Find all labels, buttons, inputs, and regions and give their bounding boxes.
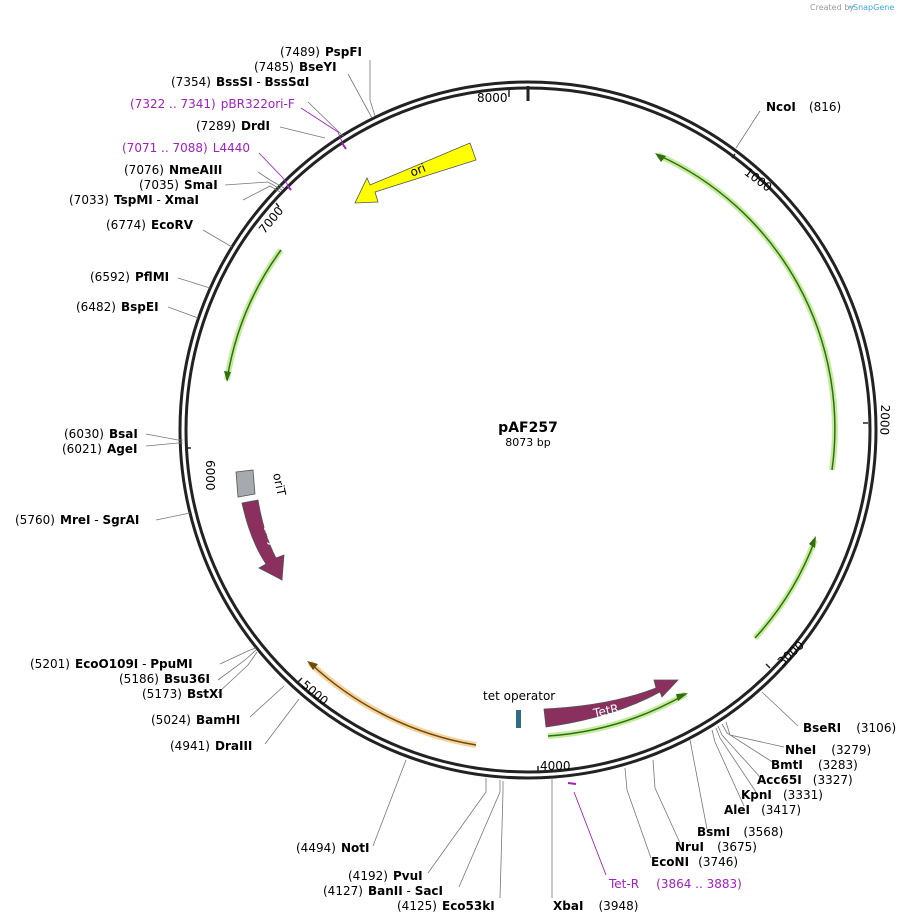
enzyme-label: NcoI (816) [766,96,841,115]
tick-4000: 4000 [540,759,571,773]
enzyme-label: (4127) BanII - SacI [323,880,443,899]
enzyme-label: Acc65I (3327) [757,769,853,788]
plasmid-length: 8073 bp [505,436,550,449]
enzyme-label: (5186) Bsu36I [119,668,210,687]
enzyme-label: BsmI (3568) [697,821,783,840]
enzyme-label: (7076) NmeAIII [124,159,222,178]
orf-arrowhead-icon [224,371,231,382]
credit-created-by: Created by [810,3,854,12]
backbone-outer [178,80,878,780]
orf-arc-right [656,152,838,471]
enzyme-label: (6592) PflMI [90,266,169,285]
orf-arcs [224,152,838,748]
tick-8000: 8000 [477,91,508,105]
enzyme-label: XbaI (3948) [553,895,638,914]
enzyme-leaders [145,60,799,899]
orit-box [235,469,256,498]
enzyme-label: (7354) BssSI - BssSαI [171,71,309,90]
orf-arc-lower-right [752,538,818,641]
backbone [178,80,878,780]
tet-operator-label: tet operator [483,689,555,703]
enzyme-label: (7489) PspFI [280,41,362,60]
orf-arc-left [224,248,284,381]
enzyme-label: (7289) DrdI [196,115,270,134]
enzyme-label: NruI (3675) [675,836,757,855]
plasmid-name: pAF257 [498,420,558,436]
feature-tetr: tet operator TetR [483,679,679,728]
enzyme-labels: (7489) PspFI (7485) BseYI (7354) BssSI -… [15,41,896,914]
enzyme-label: (6482) BspEI [76,296,159,315]
orf-arrowhead-icon [809,536,816,548]
enzyme-label: (7485) BseYI [254,56,337,75]
orit-label: oriT [270,472,289,498]
ori-label: ori [408,161,428,180]
feature-ori: ori [354,142,477,204]
tick-2000: 2000 [877,404,892,435]
primer-label: (7071 .. 7088) L4440 [122,137,250,156]
enzyme-label: (5173) BstXI [142,683,223,702]
enzyme-label: (5760) MreI - SgrAI [15,509,139,528]
enzyme-label: EcoNI (3746) [651,851,738,870]
primer-leaders [258,107,607,876]
traj-arrow [241,499,285,581]
orf-arrowhead-icon [307,661,318,670]
tetr-arrow [543,679,679,728]
tetr-label: TetR [591,701,620,720]
enzyme-label: (7033) TspMI - XmaI [69,189,199,208]
enzyme-label: (5201) EcoO109I - PpuMI [30,653,193,672]
enzyme-label: AleI (3417) [724,799,801,818]
enzyme-label: (6021) AgeI [62,438,137,457]
enzyme-label: (4192) PvuI [348,865,423,884]
feature-traj: traJ [241,499,285,581]
enzyme-label: (4125) Eco53kI [397,895,495,914]
credit-brand: SnapGene [853,3,894,12]
orf-arrowhead-icon [655,153,666,162]
primer-label: Tet-R (3864 .. 3883) [608,873,742,892]
snapgene-logo-icon: ⌐ [848,3,855,12]
enzyme-label: KpnI (3331) [741,784,823,803]
ori-arrow [354,142,477,204]
enzyme-label: (6774) EcoRV [106,214,194,233]
enzyme-label: (4494) NotI [296,837,370,856]
enzyme-label: (7035) SmaI [139,174,218,193]
enzyme-label: (4941) DraIII [170,735,252,754]
enzyme-label: (6030) BsaI [64,423,138,442]
enzyme-label: BseRI (3106) [803,717,896,736]
primer-label: (7322 .. 7341) pBR322ori-F [130,93,295,112]
snapgene-credit: Created by ⌐ SnapGene [810,3,894,12]
enzyme-label: NheI (3279) [785,739,871,758]
tet-operator-box [516,710,521,728]
tick-6000: 6000 [203,460,217,491]
enzyme-label: (5024) BamHI [151,709,240,728]
enzyme-label: BmtI (3283) [771,754,858,773]
orf-arc-bottom-left [307,660,477,748]
orf-arrowhead-icon [676,693,688,701]
feature-orit: oriT [235,469,289,498]
